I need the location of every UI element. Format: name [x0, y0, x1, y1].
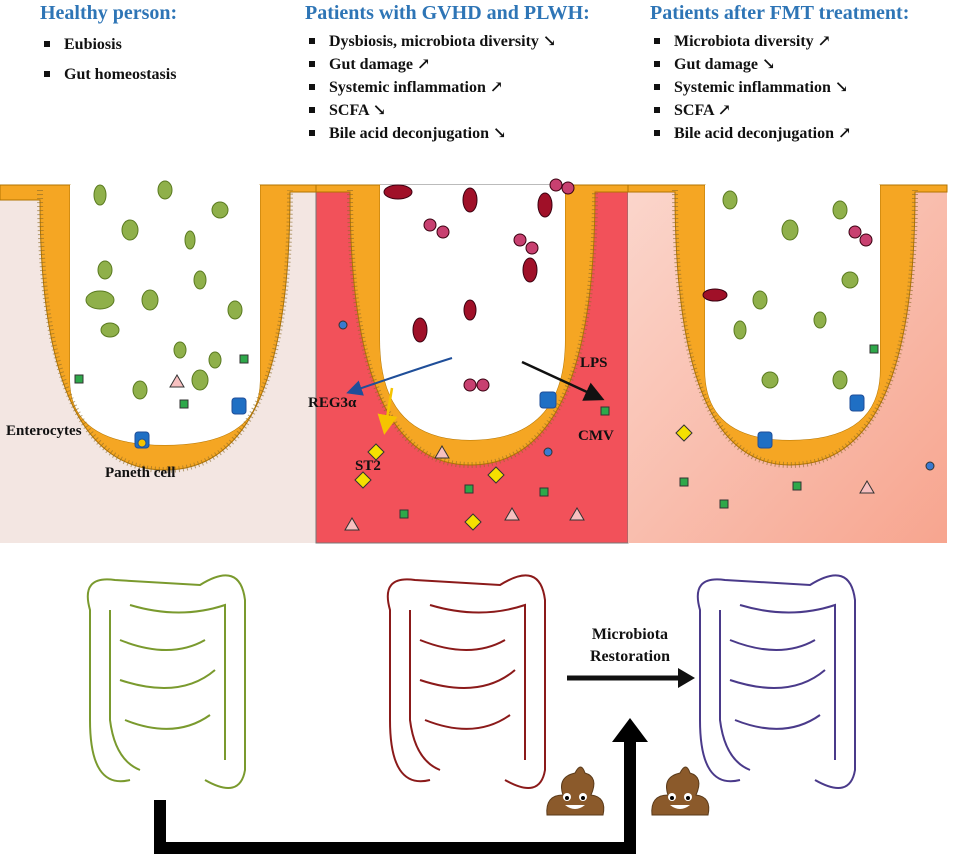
- fmt-column: Patients after FMT treatment: Microbiota…: [650, 0, 909, 145]
- fmt-item: Bile acid deconjugation ↗: [650, 122, 909, 145]
- fmt-item: Systemic inflammation ↘: [650, 76, 909, 99]
- reg3a-label: REG3α: [308, 395, 357, 411]
- fmt-path-arrowhead: [612, 718, 648, 742]
- lps-label: LPS: [580, 355, 608, 371]
- reg3a-arrow: [346, 357, 453, 396]
- fmt-item: SCFA ↗: [650, 99, 909, 122]
- st2-label: ST2: [355, 458, 381, 474]
- patients-item: Systemic inflammation ↗: [305, 76, 590, 99]
- fmt-title: Patients after FMT treatment:: [650, 2, 910, 24]
- enterocytes-label: Enterocytes: [6, 423, 82, 439]
- lps-arrow: [521, 360, 605, 401]
- fmt-microbiota: [702, 190, 873, 390]
- paneth-cell-label: Paneth cell: [105, 465, 176, 481]
- patients-item: Dysbiosis, microbiota diversity ↘: [305, 30, 590, 53]
- fmt-colon: [696, 574, 856, 789]
- poop-emoji-icon: [546, 766, 605, 816]
- patients-item: Bile acid deconjugation ↘: [305, 122, 590, 145]
- healthy-crypt: [0, 184, 317, 474]
- arrow-icon: [678, 668, 695, 688]
- patients-item: SCFA ↘: [305, 99, 590, 122]
- patient-microbiota: [383, 178, 575, 392]
- patient-colon: [386, 574, 546, 789]
- fmt-item: Microbiota diversity ↗: [650, 30, 909, 53]
- restoration-label: Microbiota Restoration: [590, 626, 670, 665]
- healthy-item: Eubiosis: [40, 30, 177, 60]
- cmv-label: CMV: [578, 428, 614, 444]
- patients-column: Patients with GVHD and PLWH: Dysbiosis, …: [305, 0, 590, 145]
- st2-arrow: [377, 387, 398, 435]
- healthy-item: Gut homeostasis: [40, 60, 177, 90]
- paneth-cells: [134, 391, 865, 449]
- healthy-title: Healthy person:: [40, 2, 178, 24]
- fmt-path: [154, 740, 636, 854]
- fmt-item: Gut damage ↘: [650, 53, 909, 76]
- healthy-colon: [86, 574, 246, 789]
- healthy-column: Healthy person: Eubiosis Gut homeostasis: [40, 0, 177, 90]
- poop-emoji-icon: [651, 766, 710, 816]
- healthy-microbiota: [85, 180, 243, 400]
- tissue-markers: [74, 320, 935, 531]
- patients-title: Patients with GVHD and PLWH:: [305, 2, 590, 24]
- patients-item: Gut damage ↗: [305, 53, 590, 76]
